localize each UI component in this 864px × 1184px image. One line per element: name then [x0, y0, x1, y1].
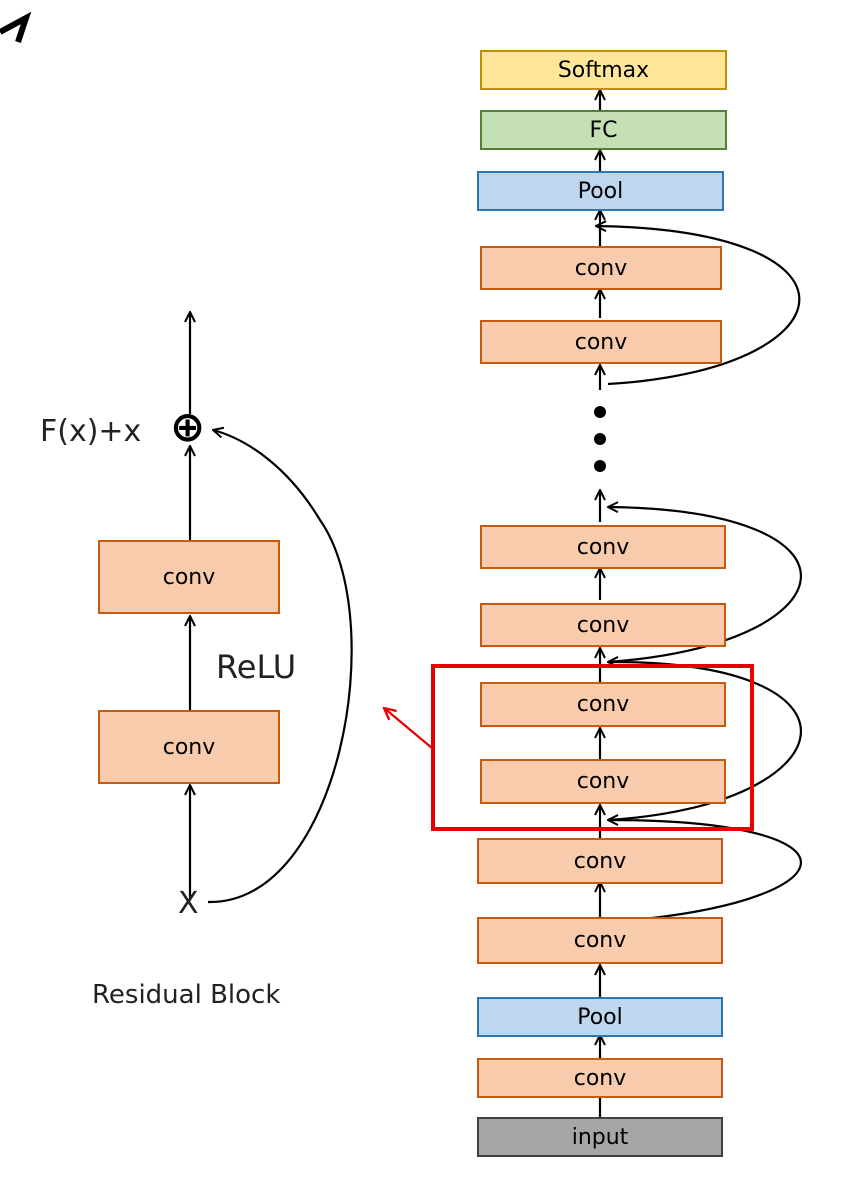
ellipsis-dots [594, 406, 606, 472]
node-label: conv [574, 255, 628, 281]
node-label: Softmax [557, 57, 650, 83]
skip-connection-2 [608, 662, 802, 822]
conv-layer-1: conv [480, 246, 722, 290]
pool-layer-bottom: Pool [477, 997, 723, 1037]
node-label: conv [576, 612, 630, 638]
identity-skip-arrow [207, 430, 353, 904]
softmax-layer: Softmax [480, 50, 727, 90]
node-label: conv [574, 329, 628, 355]
node-label: conv [573, 1065, 627, 1091]
skip-connections [596, 226, 802, 924]
conv-layer-4: conv [480, 603, 726, 647]
skip-connection-4 [596, 226, 801, 386]
node-label: Pool [577, 1004, 623, 1030]
ellipsis-dot [594, 460, 606, 472]
fc-layer: FC [480, 110, 727, 150]
pool-layer-top: Pool [477, 171, 724, 211]
conv-layer-stem: conv [477, 1058, 723, 1098]
node-label: conv [573, 928, 627, 953]
ellipsis-dot [594, 406, 606, 418]
node-label: conv [573, 848, 627, 874]
node-label: conv [576, 769, 630, 794]
residual-block-caption: Residual Block [92, 980, 281, 1010]
skip-connection-3 [608, 507, 802, 664]
conv-layer-6: conv [480, 759, 726, 804]
residual-lower-conv: conv [98, 710, 280, 784]
node-label: conv [162, 564, 216, 590]
ellipsis-dot [594, 433, 606, 445]
conv-layer-2: conv [480, 320, 722, 364]
node-label: input [571, 1124, 629, 1150]
node-label: conv [576, 692, 630, 717]
residual-block-arrows [190, 312, 353, 904]
residual-upper-conv: conv [98, 540, 280, 614]
sum-label: F(x)+x [40, 414, 142, 449]
node-label: FC [589, 117, 618, 143]
conv-layer-3: conv [480, 525, 726, 569]
x-label: X [178, 886, 199, 921]
sum-symbol: ⊕ [170, 402, 206, 451]
skip-connection-1 [608, 820, 802, 924]
relu-label: ReLU [216, 648, 297, 686]
conv-layer-5: conv [480, 682, 726, 727]
corner-mark [0, 11, 32, 43]
highlight-box [431, 664, 754, 831]
conv-layer-7: conv [477, 838, 723, 884]
node-label: conv [576, 534, 630, 560]
highlight-pointer-arrow [384, 708, 433, 749]
conv-layer-8: conv [477, 917, 723, 964]
node-label: Pool [577, 178, 624, 204]
input-layer: input [477, 1117, 723, 1157]
node-label: conv [162, 734, 216, 760]
